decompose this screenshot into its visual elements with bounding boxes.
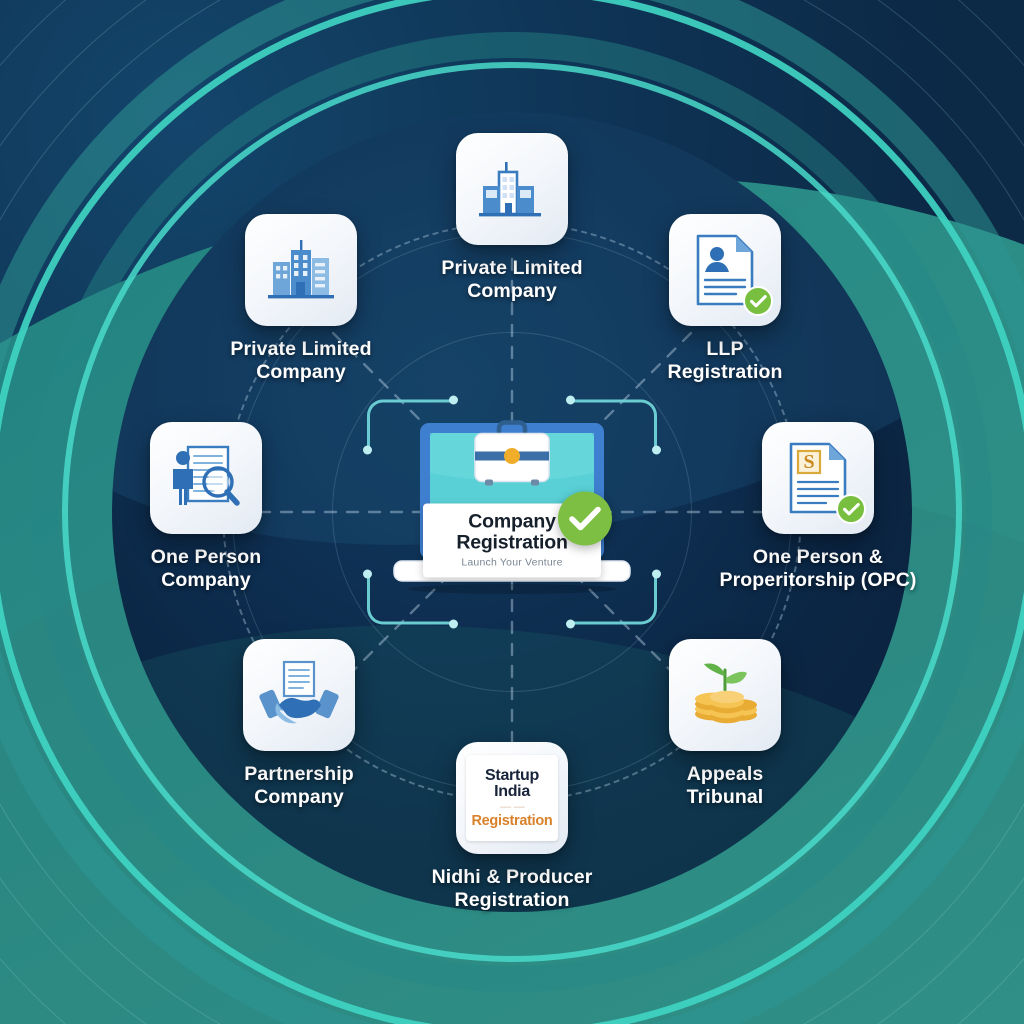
node-label-line2: Company xyxy=(161,569,251,591)
tile-partnership-company[interactable] xyxy=(243,639,355,751)
node-label-line1: LLP xyxy=(706,338,744,360)
node-label-line2: Company xyxy=(254,786,344,808)
hub-bracket-dot xyxy=(566,619,575,629)
green-check-icon xyxy=(836,494,866,524)
node-appeals-tribunal[interactable]: Appeals Tribunal xyxy=(620,639,830,809)
hub-bracket-top-left xyxy=(367,399,453,454)
tile-appeals-tribunal[interactable] xyxy=(669,639,781,751)
hub-bracket-dot xyxy=(449,395,458,405)
hub-title: Company Registration xyxy=(431,510,593,554)
node-one-person-proprietorship-opc[interactable]: S One Person & Properitorship (OPC) xyxy=(688,422,948,592)
hub-bracket-dot xyxy=(449,619,458,629)
node-label: One Person Company xyxy=(101,546,311,592)
startup-india-line2: India xyxy=(494,782,530,800)
tile-one-person-proprietorship-opc[interactable]: S xyxy=(762,422,874,534)
node-label-line2: Registration xyxy=(454,889,570,911)
tile-nidhi-producer-registration[interactable]: Startup India ⸺ ⸺ Registration xyxy=(456,742,568,854)
node-nidhi-producer-registration[interactable]: Startup India ⸺ ⸺ Registration Nidhi & P… xyxy=(392,742,632,912)
node-label: Partnership Company xyxy=(194,763,404,809)
node-label-line2: Registration xyxy=(667,361,783,383)
office-building-icon xyxy=(475,156,549,222)
green-check-icon xyxy=(558,491,612,546)
node-label-line1: Private Limited xyxy=(230,338,372,360)
person-document-magnifier-icon xyxy=(166,442,246,514)
node-label-line1: Appeals xyxy=(686,763,764,785)
node-partnership-company[interactable]: Partnership Company xyxy=(194,639,404,809)
node-label: LLP Registration xyxy=(620,338,830,384)
hub-bracket-dot xyxy=(652,569,661,579)
tile-private-limited-company-top-left[interactable] xyxy=(245,214,357,326)
startup-india-squiggle: ⸺ ⸺ xyxy=(499,803,525,811)
node-label-line2: Tribunal xyxy=(686,786,764,808)
node-label: Private Limited Company xyxy=(407,257,617,303)
node-label: Appeals Tribunal xyxy=(620,763,830,809)
svg-text:S: S xyxy=(803,451,814,473)
node-label-line2: Properitorship (OPC) xyxy=(719,569,917,591)
center-hub[interactable]: Company Registration Launch Your Venture xyxy=(363,395,661,629)
node-one-person-company[interactable]: One Person Company xyxy=(101,422,311,592)
tile-llp-registration[interactable] xyxy=(669,214,781,326)
node-llp-registration[interactable]: LLP Registration xyxy=(620,214,830,384)
city-skyline-icon xyxy=(263,236,339,304)
hub-bracket-bottom-right xyxy=(571,570,657,625)
hub-bracket-bottom-left xyxy=(367,570,453,625)
startup-india-line1: Startup xyxy=(485,766,539,784)
tile-one-person-company[interactable] xyxy=(150,422,262,534)
node-label: One Person & Properitorship (OPC) xyxy=(688,546,948,592)
startup-india-registration-word: Registration xyxy=(471,812,553,829)
document-person-icon xyxy=(692,232,758,308)
briefcase-icon xyxy=(469,418,555,495)
hub-title-line2: Registration xyxy=(456,531,568,554)
node-label-line1: One Person xyxy=(150,546,262,568)
node-label: Private Limited Company xyxy=(196,338,406,384)
tile-private-limited-company-top[interactable] xyxy=(456,133,568,245)
node-label-line1: One Person & xyxy=(752,546,884,568)
hub-subtitle: Launch Your Venture xyxy=(461,556,563,569)
coins-sprout-icon xyxy=(685,658,765,732)
node-private-limited-company-top-left[interactable]: Private Limited Company xyxy=(196,214,406,384)
node-label-line2: Company xyxy=(467,280,557,302)
document-rupee-icon: S xyxy=(785,440,851,516)
node-label-line2: Company xyxy=(256,361,346,383)
node-label-line1: Partnership xyxy=(244,763,354,785)
startup-india-registration-logo: Startup India ⸺ ⸺ Registration xyxy=(466,755,558,841)
green-check-icon xyxy=(743,286,773,316)
node-label-line1: Nidhi & Producer xyxy=(431,866,593,888)
hub-bracket-dot xyxy=(363,445,372,455)
hub-title-line1: Company xyxy=(468,510,556,533)
hub-bracket-dot xyxy=(363,569,372,579)
hub-bracket-top-right xyxy=(571,399,657,454)
node-label: Nidhi & Producer Registration xyxy=(392,866,632,912)
hub-bracket-dot xyxy=(652,445,661,455)
node-label-line1: Private Limited xyxy=(441,257,583,279)
node-private-limited-company-top[interactable]: Private Limited Company xyxy=(407,133,617,303)
handshake-document-icon xyxy=(259,659,339,731)
hub-bracket-dot xyxy=(566,395,575,405)
